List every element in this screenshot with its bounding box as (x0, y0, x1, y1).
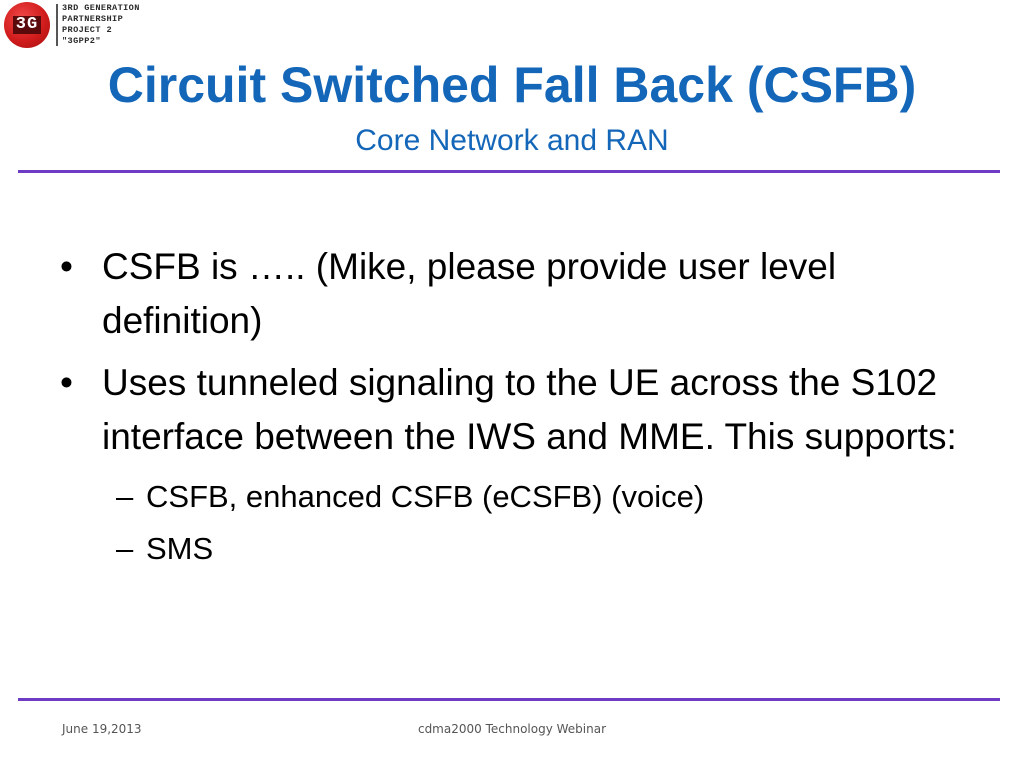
sub-bullet-text: SMS (146, 531, 214, 566)
bullet-item: • CSFB is ….. (Mike, please provide user… (60, 240, 960, 348)
bottom-divider (18, 698, 1000, 701)
logo-line-4: "3GPP2" (62, 36, 101, 46)
3gpp2-logo: 3G 3rd Generation Partnership Project 2 … (4, 2, 164, 48)
bullet-text: Uses tunneled signaling to the UE across… (102, 362, 957, 457)
logo-divider (56, 4, 58, 46)
bullet-marker: • (60, 362, 73, 403)
sub-bullet-text: CSFB, enhanced CSFB (eCSFB) (voice) (146, 479, 705, 514)
bullet-text: CSFB is ….. (Mike, please provide user l… (102, 246, 837, 341)
sub-bullet-marker: – (116, 531, 134, 566)
logo-circle: 3G (4, 2, 50, 48)
footer-event: cdma2000 Technology Webinar (417, 722, 607, 736)
logo-text: 3rd Generation Partnership Project 2 "3G… (62, 3, 140, 47)
slide-subtitle: Core Network and RAN (355, 124, 669, 157)
slide-title: Circuit Switched Fall Back (CSFB) (107, 57, 917, 113)
bullet-marker: • (60, 246, 73, 287)
logo-line-3: Project 2 (62, 25, 113, 35)
logo-mark: 3G (12, 16, 42, 34)
logo-line-1: 3rd Generation (62, 3, 140, 13)
top-divider (18, 170, 1000, 173)
sub-bullet-marker: – (116, 479, 134, 514)
footer-date: June 19,2013 (62, 722, 142, 736)
sub-bullet-item: – CSFB, enhanced CSFB (eCSFB) (voice) (60, 472, 960, 522)
logo-line-2: Partnership (62, 14, 124, 24)
sub-bullet-item: – SMS (60, 524, 960, 574)
slide-body: • CSFB is ….. (Mike, please provide user… (60, 240, 960, 574)
bullet-item: • Uses tunneled signaling to the UE acro… (60, 356, 960, 464)
